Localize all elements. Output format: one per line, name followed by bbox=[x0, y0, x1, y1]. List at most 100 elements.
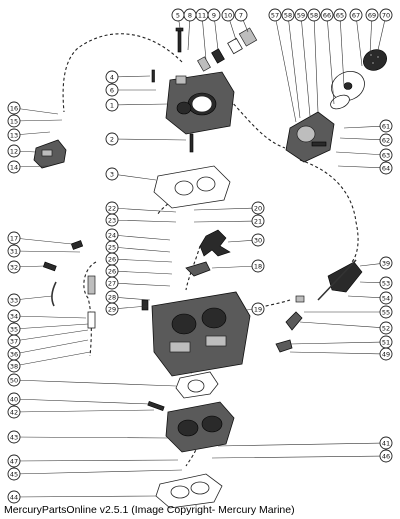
screw-2 bbox=[189, 133, 194, 153]
callout-number: 47 bbox=[10, 457, 18, 465]
callout-circle bbox=[379, 148, 393, 162]
callout-circle bbox=[379, 436, 393, 450]
callout-31: 31 bbox=[7, 244, 81, 258]
callout-number: 62 bbox=[382, 136, 390, 144]
callout-number: 67 bbox=[352, 11, 360, 19]
callout-number: 69 bbox=[368, 11, 376, 19]
callout-52: 52 bbox=[299, 321, 393, 335]
callout-number: 10 bbox=[224, 11, 232, 19]
callout-leader bbox=[111, 173, 157, 181]
callout-circle bbox=[7, 309, 21, 323]
callout-19: 19 bbox=[245, 302, 265, 316]
callout-number: 1 bbox=[110, 101, 114, 109]
gasket-40 bbox=[175, 371, 219, 399]
callout-51: 51 bbox=[289, 335, 393, 349]
callout-number: 31 bbox=[10, 247, 18, 255]
callout-number: 23 bbox=[108, 216, 116, 224]
callout-61: 61 bbox=[343, 119, 393, 133]
callout-leader bbox=[111, 258, 173, 263]
callout-18: 18 bbox=[211, 259, 265, 273]
callout-circle bbox=[251, 214, 265, 228]
callout-circle bbox=[7, 467, 21, 481]
callout-number: 40 bbox=[10, 395, 18, 403]
callout-circle bbox=[365, 8, 379, 22]
callout-number: 5 bbox=[176, 11, 180, 19]
callout-number: 63 bbox=[382, 151, 390, 159]
callout-leader bbox=[326, 14, 335, 105]
callout-circle bbox=[307, 8, 321, 22]
callout-circle bbox=[207, 8, 221, 22]
callout-number: 8 bbox=[188, 11, 192, 19]
callout-circle bbox=[268, 8, 282, 22]
callout-39: 39 bbox=[359, 256, 393, 270]
callout-circle bbox=[105, 213, 119, 227]
callout-circle bbox=[7, 101, 21, 115]
callout-number: 45 bbox=[10, 470, 18, 478]
callout-number: 42 bbox=[10, 408, 18, 416]
callout-number: 3 bbox=[110, 170, 114, 178]
fuel-pump-assembly bbox=[285, 111, 335, 163]
callout-leader bbox=[13, 315, 87, 319]
callout-49: 49 bbox=[289, 347, 393, 361]
callout-circle bbox=[379, 291, 393, 305]
callout-37: 37 bbox=[7, 329, 89, 348]
callout-number: 17 bbox=[10, 234, 18, 242]
callout-leader bbox=[13, 329, 89, 342]
callout-number: 57 bbox=[271, 11, 279, 19]
callout-21: 21 bbox=[193, 214, 265, 228]
callout-leader bbox=[111, 270, 173, 275]
callout-number: 29 bbox=[108, 305, 116, 313]
callout-59: 59 bbox=[294, 8, 311, 117]
callout-leader bbox=[337, 165, 387, 169]
callout-leader bbox=[13, 379, 177, 387]
callout-leader bbox=[111, 234, 171, 241]
callout-11: 11 bbox=[195, 8, 209, 61]
callout-circle bbox=[105, 276, 119, 290]
callout-circle bbox=[7, 373, 21, 387]
callout-leader bbox=[193, 220, 259, 223]
callout-leader bbox=[111, 138, 187, 141]
callout-58: 58 bbox=[281, 8, 301, 119]
callout-number: 38 bbox=[10, 362, 18, 370]
lever-19 bbox=[185, 261, 211, 277]
callout-leader bbox=[111, 103, 169, 106]
callout-circle bbox=[379, 161, 393, 175]
callout-circle bbox=[379, 449, 393, 463]
callout-42: 42 bbox=[7, 405, 155, 419]
callout-leader bbox=[339, 14, 345, 87]
callout-27: 27 bbox=[105, 276, 171, 290]
callout-leader bbox=[13, 398, 151, 405]
callout-leader bbox=[111, 207, 177, 213]
callout-8: 8 bbox=[183, 8, 197, 51]
callout-leader bbox=[287, 14, 301, 119]
callout-circle bbox=[379, 347, 393, 361]
callout-circle bbox=[105, 70, 119, 84]
callout-10: 10 bbox=[221, 8, 237, 41]
callout-number: 11 bbox=[198, 11, 206, 19]
callout-44: 44 bbox=[7, 490, 157, 504]
callout-circle bbox=[251, 302, 265, 316]
callout-circle bbox=[7, 334, 21, 348]
callout-number: 70 bbox=[382, 11, 390, 19]
callout-22: 22 bbox=[105, 201, 177, 215]
callout-number: 33 bbox=[10, 296, 18, 304]
callout-circle bbox=[7, 114, 21, 128]
callout-number: 13 bbox=[10, 131, 18, 139]
callout-leader bbox=[111, 282, 171, 287]
callout-number: 43 bbox=[10, 433, 18, 441]
callout-circle bbox=[333, 8, 347, 22]
callout-number: 26 bbox=[108, 267, 116, 275]
screw-4 bbox=[151, 69, 155, 83]
callout-circle bbox=[379, 321, 393, 335]
callout-number: 27 bbox=[108, 279, 116, 287]
callout-circle bbox=[105, 132, 119, 146]
callout-50: 50 bbox=[7, 373, 177, 387]
callout-33: 33 bbox=[7, 293, 53, 307]
callout-circle bbox=[221, 8, 235, 22]
callout-5: 5 bbox=[171, 8, 185, 29]
callout-number: 34 bbox=[10, 312, 18, 320]
callout-leader bbox=[211, 455, 387, 459]
callout-leader bbox=[13, 323, 89, 330]
callout-4: 4 bbox=[105, 70, 151, 84]
